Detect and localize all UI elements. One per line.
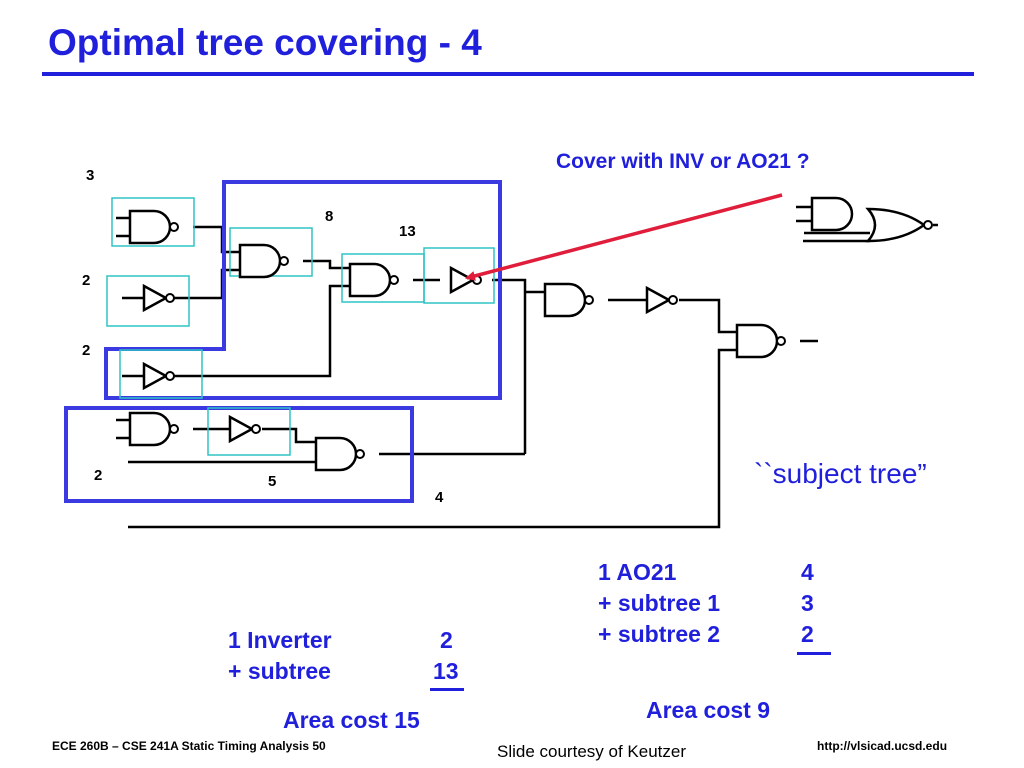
cost-row-value: 3 — [801, 590, 814, 616]
slide-title: Optimal tree covering - 4 — [48, 22, 482, 63]
cost-label-lower-right: 4 — [435, 489, 444, 506]
annotation-arrow — [465, 193, 783, 281]
cost-label-gate-top: 3 — [86, 167, 95, 184]
nand-gate — [128, 411, 180, 447]
inverter-cost-breakdown: 1 Inverter 2 + subtree 13 — [228, 625, 468, 689]
inverter-gate — [228, 415, 262, 443]
inverter-gate — [142, 362, 176, 390]
ao21-cost-breakdown: 1 AO21 4 + subtree 1 3 + subtree 2 2 — [598, 557, 838, 657]
cost-row-value: 2 — [801, 621, 814, 647]
cost-row-label: 1 Inverter — [228, 627, 332, 653]
nand-gate — [128, 209, 180, 245]
cost-row-label: + subtree — [228, 658, 331, 684]
title-underline — [42, 72, 974, 76]
inverter-sum-underline — [430, 688, 464, 691]
inverter-gate — [142, 284, 176, 312]
subject-tree-label: ``subject tree” — [754, 458, 927, 489]
ao21-total-cost: Area cost 9 — [646, 697, 771, 723]
cost-row-label: + subtree 1 — [598, 590, 721, 616]
cost-label-nand-right: 13 — [399, 223, 416, 240]
cost-row-label: 1 AO21 — [598, 559, 677, 585]
cost-label-nand-mid: 8 — [325, 208, 334, 225]
cost-row-label: + subtree 2 — [598, 621, 721, 647]
inverter-total-cost: Area cost 15 — [283, 707, 420, 733]
cost-row-value: 2 — [440, 627, 453, 653]
nand-gate — [543, 282, 595, 318]
footer-credit: Slide courtesy of Keutzer — [497, 742, 686, 761]
nand-gate — [238, 243, 290, 279]
footer-url: http://vlsicad.ucsd.edu — [817, 739, 948, 753]
nand-gate — [348, 262, 400, 298]
inverter-gate — [449, 266, 483, 294]
cost-label-inv-b: 2 — [82, 342, 91, 359]
cost-row-value: 13 — [433, 658, 459, 684]
wires — [116, 205, 938, 529]
cost-row-value: 4 — [801, 559, 814, 585]
footer-course: ECE 260B – CSE 241A Static Timing Analys… — [52, 739, 326, 753]
gates — [128, 209, 787, 472]
ao21-gate-symbol — [810, 196, 933, 243]
cover-region-inverter-subtree — [104, 180, 502, 400]
cost-label-lower-mid: 5 — [268, 473, 277, 490]
cost-label-inv-a: 2 — [82, 272, 91, 289]
cost-label-lower-left: 2 — [94, 467, 103, 484]
inverter-gate — [645, 286, 679, 314]
nand-gate — [314, 436, 366, 472]
ao21-sum-underline — [797, 652, 831, 655]
annotation-text: Cover with INV or AO21 ? — [556, 150, 810, 173]
nand-gate — [735, 323, 787, 359]
